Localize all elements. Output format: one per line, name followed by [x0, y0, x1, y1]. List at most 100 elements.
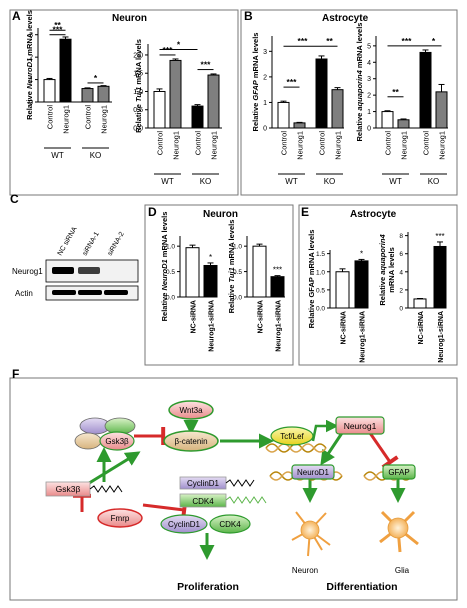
beta-catenin-node [163, 430, 219, 452]
y-tick-label: 4 [399, 269, 403, 276]
panel-e-title: Astrocyte [350, 209, 397, 220]
bar [419, 51, 432, 129]
neurog1-node [335, 416, 385, 435]
blot-band-neurog1 [52, 267, 74, 274]
gfap-node [382, 464, 416, 480]
bar [277, 101, 290, 129]
group-label: WT [389, 177, 402, 186]
y-tick-label: 3 [367, 76, 371, 83]
y-axis-label: Relative GFAP mRNA levels [307, 230, 316, 329]
significance-label: * [177, 39, 181, 49]
y-tick-label: 2 [29, 55, 33, 62]
blot-lane-label: NC siRNA [57, 226, 79, 257]
y-tick-label: 1.5 [316, 251, 325, 258]
y-tick-label: 0.0 [133, 126, 143, 133]
bar [433, 245, 447, 309]
category-label: Neurog1 [210, 131, 219, 160]
bar [270, 276, 285, 298]
significance-label: ** [54, 20, 61, 30]
bar [185, 247, 200, 298]
bar [191, 105, 204, 129]
category-label: Neurog1-siRNA [360, 311, 367, 363]
y-tick-label: 0 [399, 306, 403, 313]
y-axis-label: Relative GFAP mRNA levels [251, 33, 260, 132]
category-label: Control [84, 105, 93, 130]
category-label: Control [384, 131, 393, 156]
panel-f-frame [9, 377, 458, 601]
category-label: Neurog1 [296, 131, 305, 160]
bar [413, 298, 427, 309]
group-label: WT [51, 151, 64, 160]
bar [397, 119, 410, 129]
group-label: KO [90, 151, 102, 160]
arrow-tcf-to-neurog1 [311, 419, 339, 442]
category-label: Neurog1 [400, 131, 409, 160]
panel-d-letter: D [148, 205, 157, 219]
cyclind1-bottom-node [160, 514, 208, 534]
blot-lane-label: siRNA-1 [82, 231, 101, 257]
bar [207, 74, 220, 129]
significance-label: ** [326, 36, 333, 46]
tcf-lef-label: Tcf/Lef [280, 432, 304, 441]
y-tick-label: 1.5 [133, 71, 143, 78]
category-label: Neurog1 [438, 131, 447, 160]
bar [43, 79, 56, 103]
bar [293, 122, 306, 129]
y-axis-label: Relative aquaporin4 [378, 234, 387, 306]
blot-band-actin [78, 290, 102, 295]
group-label: KO [428, 177, 440, 186]
y-axis-label: Relative NeuroD1 mRNA levels [160, 212, 169, 322]
gsk3b-label: Gsk3β [56, 484, 81, 494]
cyclind1-bottom-label: CyclinD1 [168, 520, 201, 529]
glia-icon [379, 510, 419, 553]
western-blot: NC siRNA siRNA-1 siRNA-2 Neurog1 Actin [12, 226, 139, 301]
y-tick-label: 0.0 [166, 295, 175, 302]
cdk4-top-label: CDK4 [192, 497, 214, 506]
category-label: Neurog1-siRNA [438, 311, 445, 363]
category-label: NC-siRNA [418, 311, 425, 344]
blot-row-label: Actin [15, 289, 33, 298]
wnt3a-node [168, 400, 214, 420]
y-tick-label: 5 [367, 43, 371, 50]
bar [203, 264, 218, 298]
category-label: Neurog1-siRNA [209, 300, 216, 352]
category-label: Neurog1 [172, 131, 181, 160]
y-tick-label: 0 [367, 126, 371, 133]
category-label: Control [46, 105, 55, 130]
mrna-tail [225, 479, 255, 487]
y-tick-label: 0 [263, 126, 267, 133]
cyclind1-top-label: CyclinD1 [187, 479, 220, 488]
proliferation-caption: Proliferation [177, 581, 239, 593]
mrna-tail [89, 485, 123, 493]
blot-row-label: Neurog1 [12, 267, 43, 276]
category-label: Neurog1 [334, 131, 343, 160]
significance-label: * [432, 36, 436, 46]
y-tick-label: 1 [367, 109, 371, 116]
y-tick-label: 6 [399, 251, 403, 258]
dna-helix-icon [265, 443, 327, 453]
panel-a-title: Neuron [112, 13, 147, 24]
y-tick-label: 0.5 [166, 269, 175, 276]
bar [153, 90, 166, 129]
significance-label: *** [287, 77, 298, 87]
bar [331, 89, 344, 129]
gsk3b-complex-label: Gsk3β [105, 437, 129, 446]
cdk4-bottom-node [209, 514, 251, 534]
y-tick-label: 2.0 [133, 52, 143, 59]
y-axis-label: Relative aquaporin4 mRNA levels [355, 23, 364, 142]
y-tick-label: 0.5 [133, 107, 143, 114]
y-tick-label: 1.0 [316, 269, 325, 276]
bar [169, 59, 182, 129]
category-label: Control [194, 131, 203, 156]
bar [81, 88, 94, 103]
category-label: Control [422, 131, 431, 156]
panel-d-frame [144, 204, 294, 366]
group-label: KO [200, 177, 212, 186]
category-label: Control [280, 131, 289, 156]
fmrp-node [97, 508, 143, 528]
y-tick-label: 1 [263, 100, 267, 107]
neuron-caption: Neuron [292, 566, 318, 575]
